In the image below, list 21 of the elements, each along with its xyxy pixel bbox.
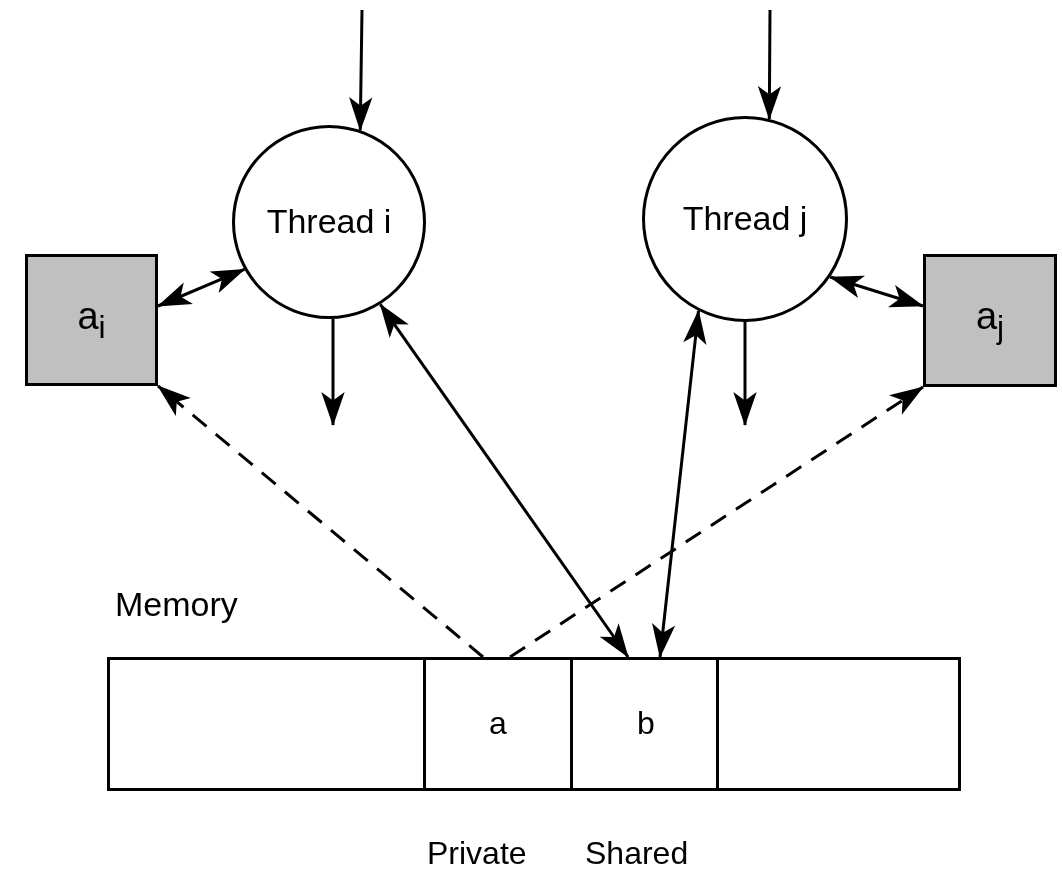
thread-label: Thread i bbox=[266, 203, 392, 241]
double-arrow bbox=[379, 303, 630, 658]
variable-box bbox=[923, 254, 1057, 387]
variable-label: a$_{i}$ bbox=[77, 295, 106, 345]
double-arrow bbox=[829, 275, 924, 308]
arrow bbox=[321, 318, 345, 427]
memory-region-label: Shared bbox=[585, 836, 689, 872]
arrow bbox=[349, 9, 373, 132]
memory-label: Memory bbox=[115, 586, 238, 624]
arrow bbox=[757, 10, 782, 120]
dashed-arrow bbox=[157, 384, 484, 659]
cell-value: a bbox=[489, 706, 507, 742]
memory-region-label: Private bbox=[427, 836, 527, 872]
dashed-arrow bbox=[509, 385, 924, 659]
variable-label: a$_{j}$ bbox=[975, 296, 1005, 345]
thread-label: Thread j bbox=[682, 200, 808, 238]
double-arrow bbox=[652, 309, 707, 659]
variable-box bbox=[25, 254, 158, 386]
double-arrow bbox=[157, 268, 246, 308]
cell-value: b bbox=[637, 706, 655, 742]
arrow bbox=[733, 322, 757, 427]
